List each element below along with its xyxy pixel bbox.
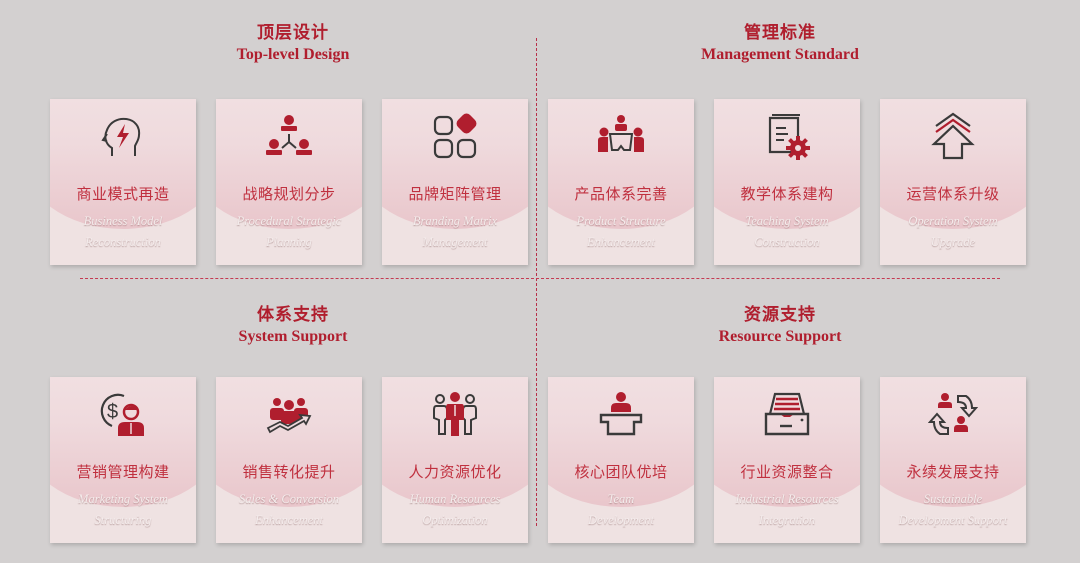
card-title-en-line2: Construction [754, 235, 820, 249]
section-title-en: Top-level Design [236, 46, 350, 63]
card-title-cn: 商业模式再造 [76, 186, 170, 203]
card-title-cn: 战略规划分步 [242, 186, 336, 203]
card-title-en-line1: Branding Matrix [412, 214, 498, 228]
card-title-en-line2: Development [588, 513, 654, 527]
card-title-en-line1: Industrial Resources [735, 492, 839, 506]
card-title-en-line2: Management [422, 235, 488, 249]
card-title-en-line2: Enhancement [586, 235, 656, 249]
inbox-tray-icon [764, 392, 810, 436]
card-title-cn: 营销管理构建 [76, 464, 170, 481]
section-title-cn: 体系支持 [257, 305, 329, 324]
human-resources-icon [433, 392, 477, 436]
section-title-system-support: 体系支持 System Support [143, 304, 443, 348]
dollar-person-icon: $ [100, 393, 144, 436]
section-title-top-level: 顶层设计 Top-level Design [143, 22, 443, 66]
section-title-en: Resource Support [718, 328, 842, 345]
card-title-cn: 运营体系升级 [906, 186, 1000, 203]
card-title-en-line2: Enhancement [254, 513, 324, 527]
cycle-people-icon [928, 393, 978, 435]
card-header-bg [50, 377, 196, 507]
podium-speaker-icon [599, 392, 643, 436]
head-lightning-icon [101, 117, 141, 156]
vertical-divider [536, 38, 537, 526]
card-title-en-line1: Team [607, 492, 635, 506]
section-title-management: 管理标准 Management Standard [630, 22, 930, 66]
card-header-bg [216, 377, 362, 507]
upgrade-arrow-icon [931, 112, 975, 160]
card-title-en-line2: Optimization [422, 513, 488, 527]
card-title-cn: 永续发展支持 [906, 464, 1000, 481]
hierarchy-people-icon [266, 115, 312, 155]
brand-matrix-icon [433, 113, 477, 159]
svg-text:$: $ [107, 401, 118, 423]
document-gear-icon [768, 114, 810, 160]
section-title-cn: 管理标准 [744, 23, 816, 42]
meeting-table-icon [598, 115, 644, 152]
card-title-en-line1: Sustainable [923, 492, 983, 506]
card-title-en-line1: Marketing System [78, 492, 168, 506]
card-title-cn: 品牌矩阵管理 [408, 186, 502, 203]
card-title-en-line2: Development Support [898, 513, 1008, 527]
card-title-cn: 核心团队优培 [574, 464, 668, 481]
card-header-bg [714, 99, 860, 229]
card-title-en-line1: Procedural Strategic [236, 214, 342, 228]
card-header-bg [880, 377, 1026, 507]
section-title-cn: 顶层设计 [257, 23, 329, 42]
section-title-resource-support: 资源支持 Resource Support [630, 304, 930, 348]
card-title-en-line1: Teaching System [745, 214, 829, 228]
card-title-en-line2: Reconstruction [85, 235, 161, 249]
card-header-bg [50, 99, 196, 229]
team-growth-icon [266, 398, 312, 434]
card-title-cn: 产品体系完善 [574, 186, 668, 203]
section-title-en: Management Standard [701, 46, 859, 63]
section-title-en: System Support [238, 328, 348, 345]
card-title-en-line2: Upgrade [930, 235, 976, 249]
card-title-en-line1: Product Structure [576, 214, 666, 228]
card-title-en-line1: Operation System [908, 214, 998, 228]
card-header-bg [382, 99, 528, 229]
card-title-en-line1: Sales & Conversion [239, 492, 339, 506]
card-title-cn: 人力资源优化 [408, 464, 502, 481]
card-title-en-line2: Structuring [94, 513, 152, 527]
horizontal-divider [80, 278, 1000, 279]
card-title-cn: 行业资源整合 [740, 464, 834, 481]
section-title-cn: 资源支持 [744, 305, 816, 324]
card-title-en-line2: Integration [758, 513, 816, 527]
card-title-en-line1: Human Resources [409, 492, 501, 506]
card-title-en-line1: Business Model [83, 214, 163, 228]
card-title-en-line2: Planning [266, 235, 312, 249]
card-title-cn: 教学体系建构 [740, 186, 834, 203]
card-title-cn: 销售转化提升 [242, 464, 336, 481]
